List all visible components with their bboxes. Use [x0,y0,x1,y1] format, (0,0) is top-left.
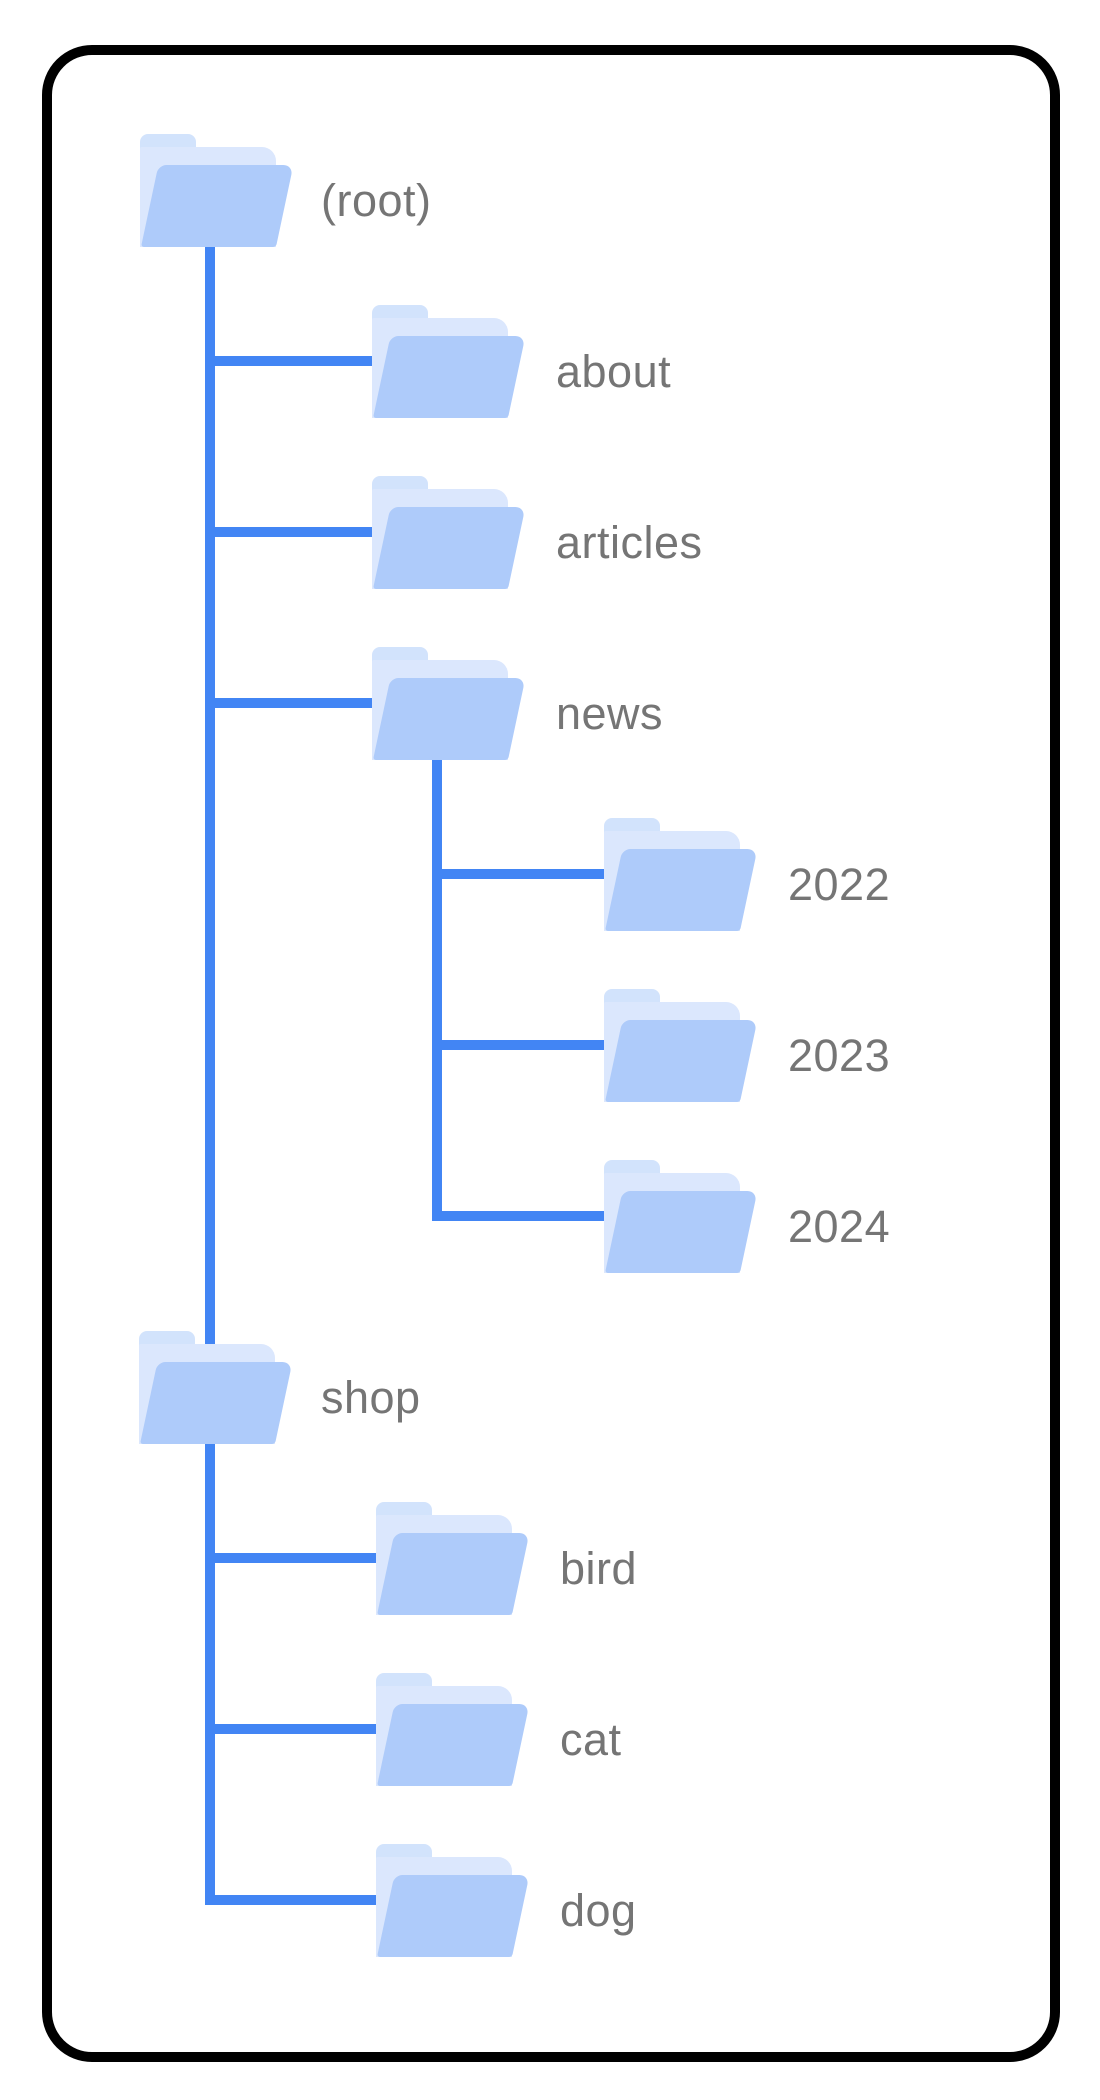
label-2023: 2023 [788,1030,891,1081]
folder-front [373,507,526,589]
year-2024-folder-icon [604,1160,758,1273]
label-shop: shop [321,1372,421,1423]
year-2023-folder-icon [604,989,758,1102]
shop-folder-icon [139,1331,293,1444]
label-news: news [556,688,664,739]
label-bird: bird [560,1543,638,1594]
articles-folder-icon [372,476,526,589]
tree-branch-cat [205,1724,384,1734]
card-frame [42,45,1060,2062]
folder-front [373,678,526,760]
tree-branch-2023 [432,1040,612,1050]
label-dog: dog [560,1885,637,1936]
about-folder-icon [372,305,526,418]
folder-front [377,1533,530,1615]
tree-trunk-news [432,760,442,1221]
tree-branch-dog [205,1895,384,1905]
folder-front [377,1875,530,1957]
label-2024: 2024 [788,1201,891,1252]
tree-trunk-root [205,246,215,1905]
label-2022: 2022 [788,859,891,910]
bird-folder-icon [376,1502,530,1615]
folder-front [373,336,526,418]
label-articles: articles [556,517,703,568]
year-2022-folder-icon [604,818,758,931]
folder-front [605,1191,758,1273]
tree-branch-bird [205,1553,384,1563]
folder-front [605,849,758,931]
label-about: about [556,346,672,397]
tree-branch-2022 [432,869,612,879]
label-root: (root) [321,175,432,226]
cat-folder-icon [376,1673,530,1786]
root-folder-icon [140,134,294,247]
folder-front [141,165,294,247]
folder-front [140,1362,293,1444]
tree-branch-articles [205,527,380,537]
label-cat: cat [560,1714,622,1765]
tree-branch-about [205,356,380,366]
tree-branch-2024 [432,1211,612,1221]
folder-front [605,1020,758,1102]
dog-folder-icon [376,1844,530,1957]
tree-branch-news [205,698,380,708]
folder-front [377,1704,530,1786]
news-folder-icon [372,647,526,760]
